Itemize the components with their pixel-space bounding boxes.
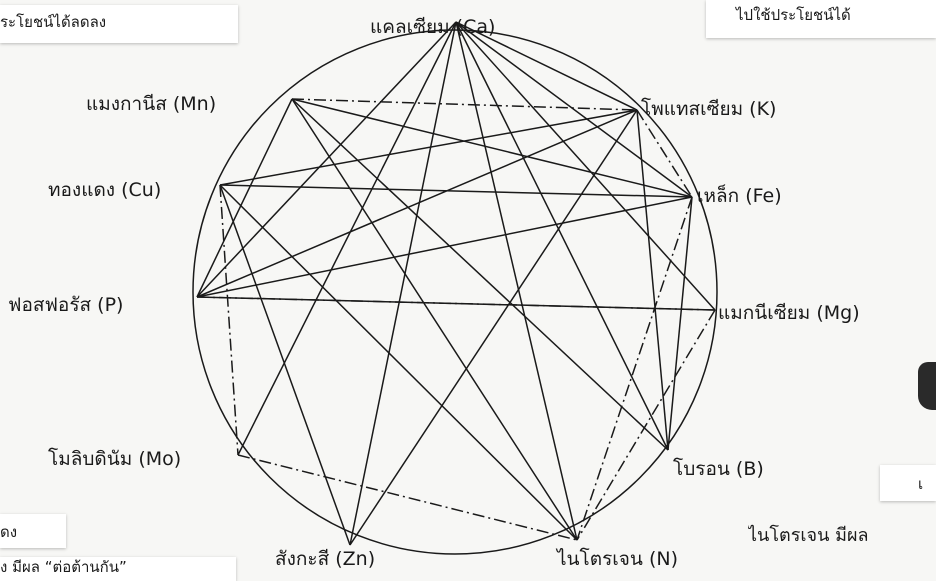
nitrogen-note: ไนโตรเจน มีผล <box>748 520 936 549</box>
label-k: โพแทสเซียม (K) <box>641 97 776 120</box>
link-ca-n <box>456 22 577 540</box>
link-mn-n <box>292 99 577 540</box>
label-ca: แคลเซียม (Ca) <box>370 16 495 38</box>
link-k-zn <box>350 110 637 545</box>
dashdot-link-k-fe <box>637 110 692 197</box>
label-fe: เหล็ก (Fe) <box>697 183 782 207</box>
label-mo: โมลิบดินัม (Mo) <box>48 447 181 470</box>
dashdot-link-fe-n <box>577 197 692 540</box>
label-b: โบรอน (B) <box>673 457 764 480</box>
link-mn-b <box>292 99 668 450</box>
caption-bottom-left: ง มีผล “ต่อต้านกัน” <box>0 557 236 581</box>
decorative-dark-shape <box>918 362 936 410</box>
label-p: ฟอสฟอรัส (P) <box>8 294 123 316</box>
label-cu: ทองแดง (Cu) <box>48 179 161 201</box>
caption-top-left: ระโยชน์ได้ลดลง <box>0 5 238 43</box>
label-mn: แมงกานีส (Mn) <box>86 93 216 115</box>
link-ca-mo <box>238 22 456 455</box>
dashdot-link-p-mg <box>197 297 715 310</box>
dashdot-link-mn-k <box>292 99 637 110</box>
link-cu-n <box>220 185 577 540</box>
dashdot-link-mo-n <box>238 455 577 540</box>
link-p-k <box>197 110 637 297</box>
caption-left-edge: ดง <box>0 514 66 548</box>
label-mg: แมกนีเซียม (Mg) <box>718 302 860 324</box>
link-ca-b <box>456 22 668 450</box>
link-mn-fe <box>292 99 692 197</box>
link-cu-k <box>220 110 637 185</box>
link-k-b <box>637 110 668 450</box>
link-mn-p <box>197 99 292 297</box>
link-p-fe <box>197 197 692 297</box>
outer-circle <box>193 30 717 554</box>
label-zn: สังกะสี (Zn) <box>275 548 375 570</box>
dashdot-link-mg-n <box>577 310 715 540</box>
caption-bottom-right-tag: เ <box>880 465 936 501</box>
label-n: ไนโตรเจน (N) <box>555 547 678 570</box>
link-ca-zn <box>350 22 456 545</box>
caption-top-right: ไปใช้ประโยชน์ได้ <box>706 0 936 38</box>
